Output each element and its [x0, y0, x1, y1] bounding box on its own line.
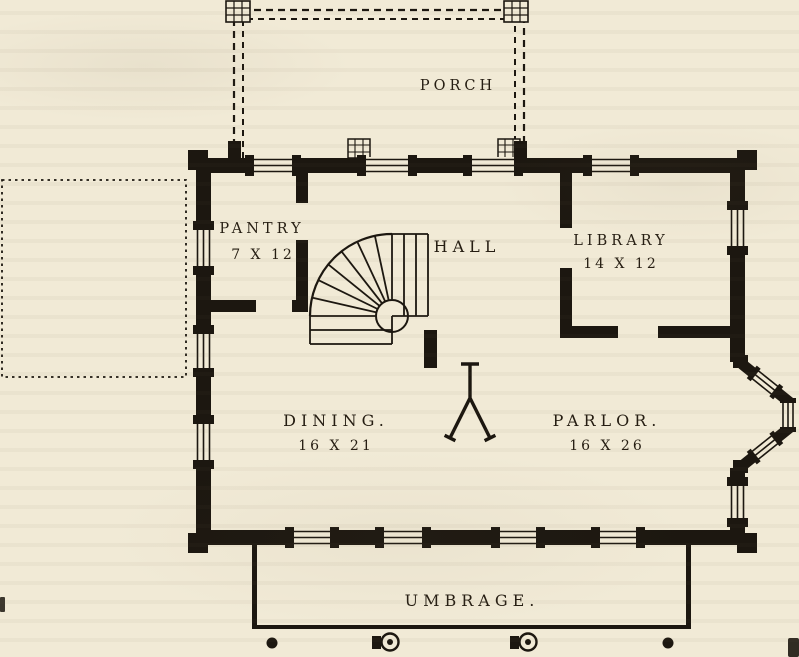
column-base-icon [510, 632, 538, 652]
porch-corner-block [514, 141, 527, 158]
window-module [727, 477, 748, 527]
porch-post-icon [225, 0, 251, 23]
porch-outline [225, 0, 529, 159]
window-module [245, 155, 301, 176]
window-module [357, 155, 417, 176]
side-porch-dotted-outline [1, 179, 187, 378]
window-module [193, 415, 214, 469]
page-artifact [0, 597, 5, 612]
room-dims-pantry: 7 X 12 [231, 247, 295, 263]
window-module [583, 155, 639, 176]
window-module [285, 527, 339, 548]
window-module [375, 527, 431, 548]
room-label-dining: DINING. [283, 411, 389, 430]
bay-window-sash [746, 430, 784, 465]
bay-window [733, 355, 796, 473]
room-label-parlor: PARLOR. [553, 411, 662, 430]
page-artifact [788, 638, 799, 657]
room-label-porch: PORCH [420, 78, 496, 94]
bay-window-sash [780, 398, 796, 432]
room-dims-dining: 16 X 21 [298, 438, 374, 454]
window-module [491, 527, 545, 548]
window-module [193, 325, 214, 377]
room-labels: PORCH PANTRY 7 X 12 HALL LIBRARY 14 X 12… [219, 78, 668, 610]
umbrage-outline [252, 545, 691, 652]
sliding-door-symbol [443, 362, 497, 443]
porch-post-icon [503, 0, 529, 23]
room-label-hall: HALL [434, 237, 501, 256]
room-label-umbrage: UMBRAGE. [405, 591, 540, 610]
window-module [727, 201, 748, 255]
room-dims-parlor: 16 X 26 [569, 438, 645, 454]
room-dims-library: 14 X 12 [583, 256, 659, 272]
room-label-library: LIBRARY [573, 233, 668, 249]
window-module [463, 155, 523, 176]
column-dot-icon [662, 637, 674, 649]
room-label-pantry: PANTRY [219, 221, 304, 237]
exterior-walls [188, 150, 757, 553]
bay-window-sash [746, 365, 784, 400]
window-module [193, 221, 214, 275]
wall-windows [193, 155, 748, 548]
porch-corner-block [228, 141, 241, 158]
staircase [308, 232, 429, 345]
column-dot-icon [266, 637, 278, 649]
interior-walls [211, 173, 730, 368]
window-module [591, 527, 645, 548]
column-base-icon [372, 632, 400, 652]
